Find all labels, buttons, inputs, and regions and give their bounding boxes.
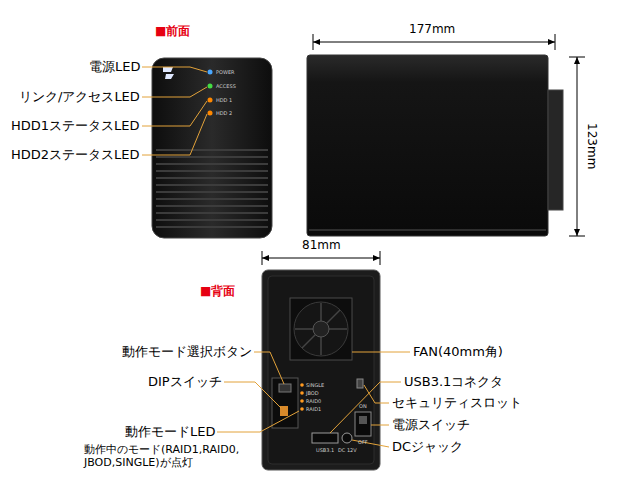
dimension-lines-part <box>313 42 555 43</box>
front-view <box>152 58 272 238</box>
logo-mark <box>163 67 174 79</box>
device-marking: SINGLE <box>306 382 324 388</box>
front-view-part <box>152 58 272 238</box>
hdd2-led <box>208 111 213 116</box>
leader-lines-part <box>142 67 207 72</box>
dimension-lines-part <box>313 39 555 45</box>
mode-button <box>279 384 291 392</box>
device-marking: DC 12V <box>338 447 357 453</box>
power-switch <box>355 412 371 436</box>
leader-lines-part <box>330 382 401 433</box>
device-marking: POWER <box>216 69 235 75</box>
back-view-part <box>300 407 304 411</box>
leader-lines-part <box>364 385 389 403</box>
back-view-part <box>300 383 304 387</box>
back-view-part <box>359 416 367 424</box>
device-marking: USB3.1 <box>316 447 334 453</box>
power-led <box>208 70 213 75</box>
leader-lines-part <box>142 114 207 155</box>
front-grille-part <box>156 149 268 151</box>
back-view-part <box>300 391 304 395</box>
part-label: HDD2ステータスLED <box>11 147 140 163</box>
part-label: リンク/アクセスLED <box>19 89 140 105</box>
dc-jack <box>342 433 352 443</box>
leader-lines-part <box>142 87 207 97</box>
led-strip <box>207 66 213 118</box>
device-marking: RAID0 <box>306 398 321 404</box>
leader-lines-part <box>254 352 284 384</box>
leader-lines-part <box>352 352 410 353</box>
leader-lines-part <box>142 101 207 126</box>
dimension-label: 123mm <box>585 123 599 169</box>
front-grille-part <box>156 170 268 172</box>
device-marking: OFF <box>358 439 368 445</box>
dimension-lines-part <box>262 255 380 261</box>
part-label: 電源スイッチ <box>392 417 470 433</box>
part-label: USB3.1コネクタ <box>404 374 503 390</box>
front-grille-part <box>156 219 268 221</box>
front-grille-part <box>156 226 268 228</box>
dimension-lines-part <box>262 258 380 259</box>
dimension-lines-part <box>577 57 578 236</box>
front-grille-part <box>156 198 268 200</box>
part-label: FAN(40mm角) <box>413 344 503 360</box>
back-view-part <box>268 276 374 464</box>
front-grille-part <box>156 177 268 179</box>
part-label: セキュリティスロット <box>392 395 522 411</box>
back-view-part <box>313 321 329 337</box>
device-marking: HDD 1 <box>216 97 232 103</box>
front-grille <box>156 150 268 227</box>
front-grille-part <box>156 205 268 207</box>
dimension-label: 81mm <box>302 238 341 252</box>
part-label: DIPスイッチ <box>148 374 222 390</box>
side-view <box>307 55 563 236</box>
usb-port <box>312 433 338 443</box>
front-grille-part <box>156 212 268 214</box>
note-text: 動作中のモード(RAID1,RAID0, JBOD,SINGLE)が点灯 <box>84 443 256 469</box>
device-marking: RAID1 <box>306 406 321 412</box>
section-heading: ■前面 <box>155 24 190 38</box>
part-label: 動作モードLED <box>125 424 215 440</box>
device-marking: ON <box>359 403 367 409</box>
part-label: 電源LED <box>89 59 140 75</box>
back-view-part <box>300 399 304 403</box>
back-view-part <box>262 270 380 470</box>
section-heading: ■背面 <box>200 284 235 298</box>
leader-lines-part <box>371 425 389 426</box>
access-led <box>208 84 213 89</box>
front-grille-part <box>156 184 268 186</box>
front-grille-part <box>156 163 268 165</box>
hdd1-led <box>208 98 213 103</box>
part-label: DCジャック <box>392 439 463 455</box>
device-marking: ACCESS <box>216 83 236 89</box>
front-grille-part <box>156 156 268 158</box>
security-slot <box>357 379 363 388</box>
leader-lines <box>142 67 410 447</box>
dimension-lines <box>262 34 585 265</box>
leader-lines-part <box>352 440 389 447</box>
leader-lines-part <box>224 382 281 408</box>
side-view-part <box>309 229 546 231</box>
dimension-lines-part <box>574 57 580 236</box>
side-view-part <box>548 90 563 210</box>
part-label: HDD1ステータスLED <box>11 118 140 134</box>
dimension-label: 177mm <box>409 22 455 36</box>
front-grille-part <box>156 191 268 193</box>
side-view-part <box>307 55 548 236</box>
back-view <box>262 270 380 470</box>
back-view-part <box>294 302 348 356</box>
device-marking: JBOD <box>306 390 319 396</box>
back-view-part <box>290 298 352 360</box>
device-marking: HDD 2 <box>216 110 232 116</box>
fan-blades <box>295 303 347 355</box>
part-label: 動作モード選択ボタン <box>122 344 252 360</box>
leader-lines-part <box>217 411 299 432</box>
